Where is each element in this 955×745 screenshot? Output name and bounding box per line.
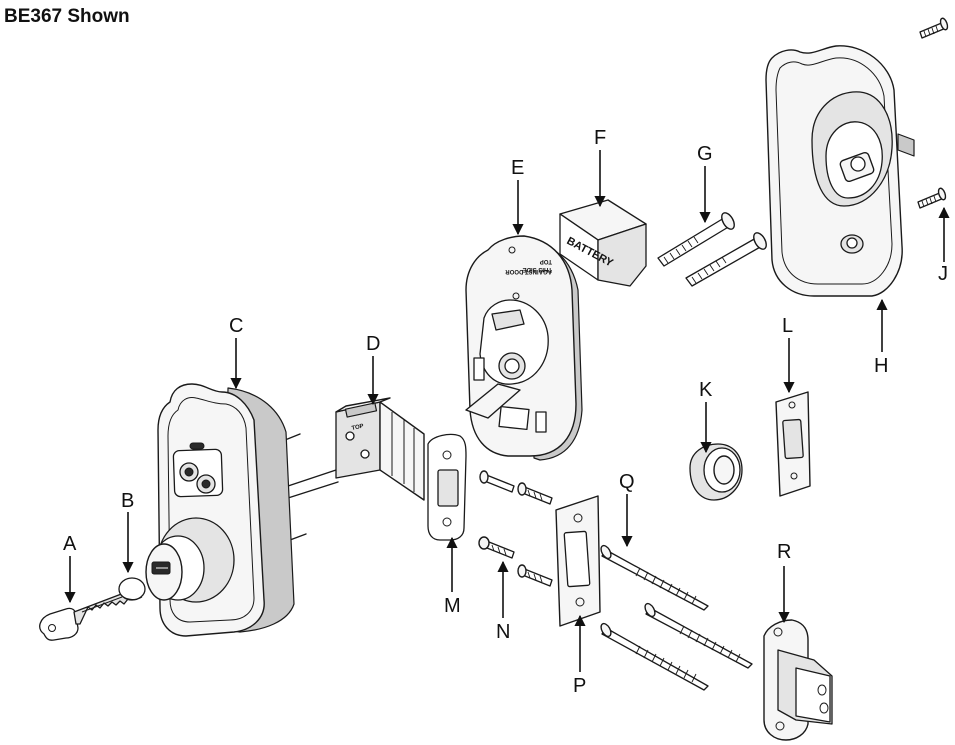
label-r: R: [777, 541, 791, 563]
label-l: L: [782, 315, 793, 337]
svg-text:TOP: TOP: [351, 424, 364, 432]
label-q: Q: [619, 471, 635, 493]
part-b-cap: [118, 577, 146, 601]
label-h: H: [874, 355, 888, 377]
label-g: G: [697, 143, 713, 165]
label-a: A: [63, 533, 77, 555]
part-j-screws: [917, 17, 949, 209]
part-n-screws: [478, 470, 553, 587]
svg-text:TOP: TOP: [540, 258, 552, 264]
part-c-exterior-assembly: [145, 383, 339, 637]
part-h-interior-assembly: [765, 45, 915, 297]
part-f-battery: BATTERY: [559, 199, 647, 287]
label-c: C: [229, 315, 243, 337]
part-k-adapter: [689, 443, 743, 501]
part-g-screws: [657, 212, 767, 287]
svg-text:AGAINST DOOR: AGAINST DOOR: [505, 268, 552, 274]
part-a-key: [39, 592, 129, 641]
label-n: N: [496, 621, 510, 643]
label-k: K: [699, 379, 713, 401]
leader-arrows: [64, 150, 950, 672]
part-q-wood-screws: [600, 544, 753, 691]
label-m: M: [444, 595, 461, 617]
part-p-strike-plate: [555, 495, 601, 627]
part-d-latch: TOP: [335, 397, 467, 541]
label-d: D: [366, 333, 380, 355]
part-e-mounting-plate: THIS SIDE AGAINST DOOR TOP: [465, 235, 583, 461]
label-e: E: [511, 157, 524, 179]
label-f: F: [594, 127, 606, 149]
part-r-deadbolt: [763, 619, 833, 741]
diagram-title: BE367 Shown: [4, 6, 130, 27]
part-l-strike-plate: [775, 391, 811, 497]
svg-text:THIS SIDE: THIS SIDE: [523, 266, 552, 272]
label-p: P: [573, 675, 586, 697]
label-j: J: [938, 263, 948, 285]
label-b: B: [121, 490, 134, 512]
part-labels: A B C D E F G H J K L M N P Q R: [63, 127, 948, 697]
